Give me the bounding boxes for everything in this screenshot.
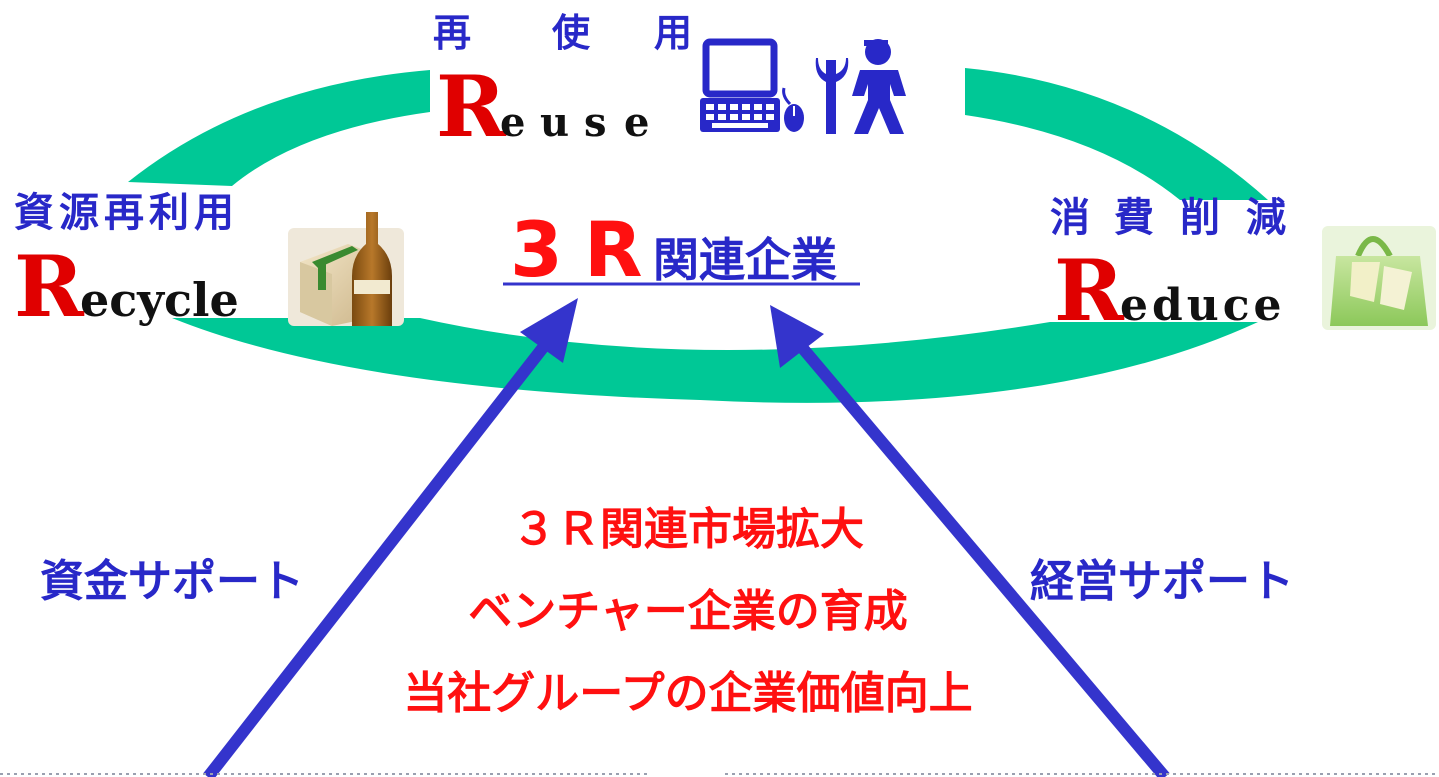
recycle-group: 資源再利用 R ecycle [14, 190, 404, 336]
right-support-label: 経営サポート [1030, 556, 1294, 607]
left-arrow-head [520, 298, 578, 363]
recycle-rest: ecycle [80, 273, 239, 327]
reduce-kanji-4: 減 [1246, 195, 1286, 241]
center-r: R [584, 205, 643, 294]
reduce-rest: educe [1120, 280, 1286, 331]
outcome-line-3: 当社グループの企業価値向上 [403, 668, 972, 719]
left-support-label: 資金サポート [40, 556, 304, 607]
reduce-initial-r: R [1054, 241, 1125, 340]
reuse-letter-u: u [540, 99, 569, 146]
ring-top-right-arc [965, 68, 1268, 200]
right-arrow-shaft [795, 341, 1170, 777]
recycle-initial-r: R [14, 237, 85, 336]
worker-with-tools-icon [815, 39, 906, 134]
support-arrows [203, 298, 1170, 777]
reuse-letter-e1: e [500, 99, 525, 146]
recycle-kanji: 資源再利用 [14, 190, 239, 236]
ring-top-left-arc [128, 70, 430, 186]
right-arrow-head [770, 305, 824, 368]
reuse-letter-e2: e [624, 99, 649, 146]
reduce-kanji-2: 費 [1114, 195, 1154, 241]
left-arrow-shaft [203, 341, 550, 777]
ring-bottom-arc [172, 318, 1258, 403]
center-group: 3 R 関連企業 [503, 205, 860, 294]
reuse-kanji-3: 用 [654, 11, 692, 55]
outcome-line-2: ベンチャー企業の育成 [468, 586, 908, 637]
center-three: 3 [510, 205, 563, 294]
outcomes-group: ３Ｒ関連市場拡大 ベンチャー企業の育成 当社グループの企業価値向上 [403, 504, 972, 719]
center-label: 関連企業 [653, 233, 837, 287]
reuse-initial-r: R [436, 57, 507, 156]
computer-icon [700, 38, 804, 132]
reduce-group: 消 費 削 減 R educe [1050, 195, 1436, 340]
reduce-kanji-3: 削 [1180, 195, 1220, 241]
reduce-kanji-1: 消 [1050, 195, 1090, 241]
outcome-line-1: ３Ｒ関連市場拡大 [512, 504, 864, 555]
box-and-bottle-icon [288, 212, 404, 326]
reuse-letter-s: s [584, 99, 607, 146]
reuse-kanji-1: 再 [433, 11, 471, 55]
reuse-group: 再 使 用 R e u s e [433, 11, 906, 156]
cycle-ring [128, 68, 1268, 403]
reuse-kanji-2: 使 [552, 11, 591, 55]
shopping-bag-icon [1322, 226, 1436, 330]
